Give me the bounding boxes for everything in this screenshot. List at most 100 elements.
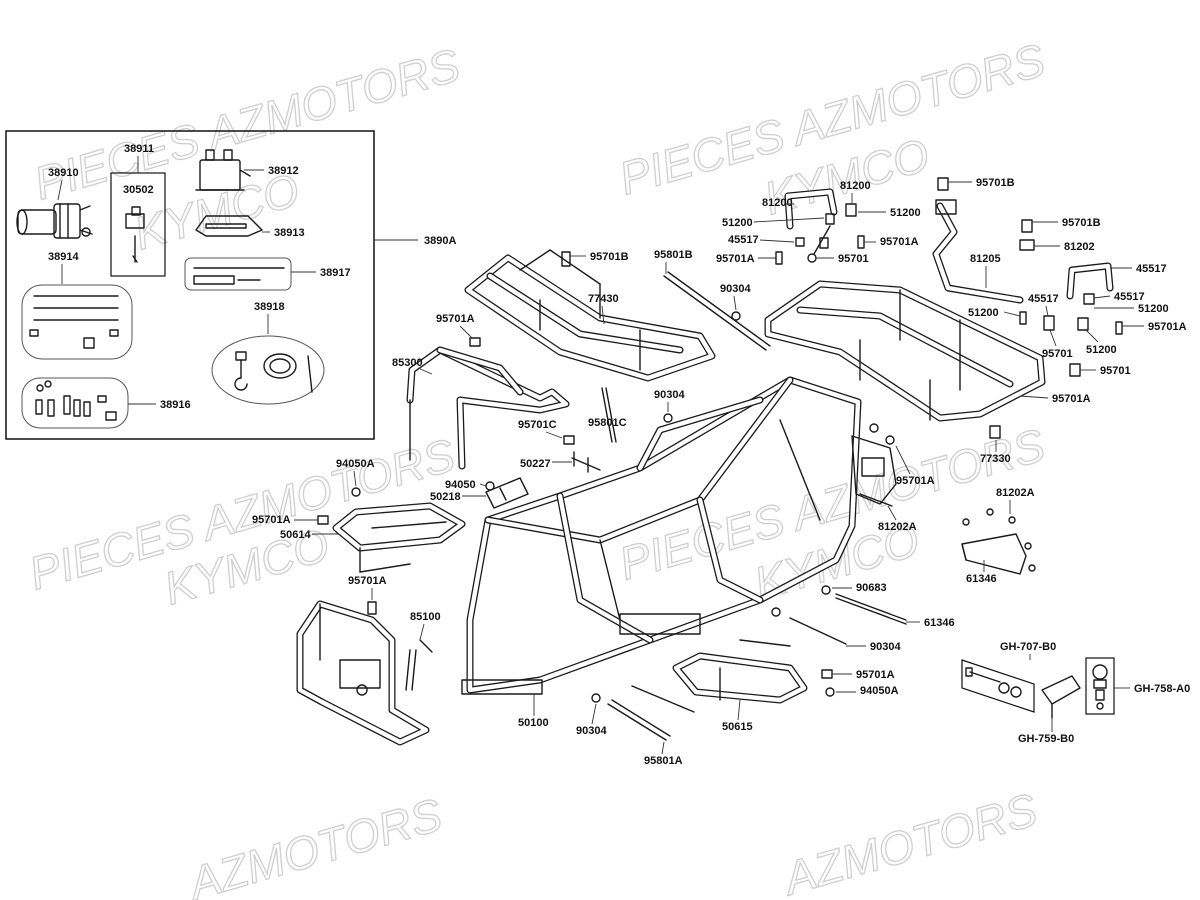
label-94050A-a[interactable]: 94050A [336, 458, 375, 470]
label-95801A[interactable]: 95801A [644, 755, 683, 767]
nut-drawing [885, 435, 895, 445]
label-38917[interactable]: 38917 [320, 267, 351, 279]
rail-81200-right-drawing [1066, 262, 1114, 300]
label-90301[interactable]: 95701A [896, 475, 935, 487]
bolt-drawing [1069, 363, 1081, 377]
label-38914[interactable]: 38914 [48, 251, 79, 263]
label-95701A-i[interactable]: 95701A [716, 253, 755, 265]
label-50218[interactable]: 50218 [430, 491, 461, 503]
label-45517-a2[interactable]: 45517 [1028, 293, 1059, 305]
nut-drawing [663, 413, 673, 423]
leader-line [1003, 311, 1021, 317]
label-94050[interactable]: 94050 [445, 479, 476, 491]
label-77330[interactable]: 95701A [1052, 393, 1091, 405]
label-95701B-c[interactable]: 95701B [1062, 217, 1101, 229]
kit-label-3890A[interactable]: 3890A [424, 235, 456, 247]
label-95701C[interactable]: 95701C [518, 419, 557, 431]
leader-line [479, 483, 487, 487]
bolt-drawing [989, 425, 1001, 439]
label-38916[interactable]: 38916 [160, 399, 191, 411]
switch-drawing [125, 206, 145, 263]
label-81200-a[interactable]: 81200 [762, 197, 793, 209]
label-45517-b[interactable]: 81200 [840, 180, 871, 192]
label-90304-b[interactable]: 90304 [654, 389, 685, 401]
label-38912[interactable]: 38912 [268, 165, 299, 177]
label-95701A-c[interactable]: 95701A [348, 575, 387, 587]
label-85100[interactable]: 85100 [410, 611, 441, 623]
leader-line [753, 217, 825, 223]
bolt-drawing [937, 177, 949, 191]
label-77430[interactable]: 77430 [588, 293, 619, 305]
footrest-50614-drawing [332, 502, 466, 573]
label-95701-a[interactable]: 51200 [968, 307, 999, 319]
label-95701B-b[interactable]: 95701B [976, 177, 1015, 189]
leader-line [759, 239, 795, 243]
watermark-text: KYMCO [128, 163, 304, 259]
label-95701-c[interactable]: 95701 [838, 253, 869, 265]
label-90304-d[interactable]: 90683 [856, 582, 887, 594]
label-95701A-e[interactable]: 77330 [980, 453, 1011, 465]
label-45517-c[interactable]: 45517 [728, 234, 759, 246]
label-90683[interactable]: 81202A [996, 487, 1035, 499]
label-90304-c[interactable]: 90304 [576, 725, 607, 737]
label-81202A-placed[interactable]: 81202A [878, 521, 917, 533]
label-90304-a[interactable]: 90304 [720, 283, 751, 295]
label-95701A-a[interactable]: 95701A [436, 313, 475, 325]
front-rack-drawing [464, 249, 716, 382]
bolt-drawing [367, 601, 377, 615]
label-GH-707-B0[interactable]: GH-707-B0 [1000, 641, 1056, 653]
label-85300[interactable]: 85300 [392, 357, 423, 369]
leader-line [417, 367, 433, 375]
label-45517-a[interactable]: 45517 [1114, 291, 1145, 303]
watermark-text: AZMOTORS [181, 788, 448, 900]
label-GH-759-B0[interactable]: GH-759-B0 [1018, 733, 1074, 745]
label-51200-a[interactable]: 95701 [1042, 348, 1073, 360]
control-group-outline [184, 257, 292, 291]
hitch-ball-box [1085, 657, 1115, 715]
leader-line [1085, 329, 1099, 343]
label-51200-c[interactable]: 51200 [890, 207, 921, 219]
leader-line [419, 623, 425, 641]
rear-bracket-81202A-drawing [851, 435, 897, 507]
label-38910[interactable]: 38910 [48, 167, 79, 179]
label-81200-b[interactable]: 45517 [1136, 263, 1167, 275]
label-GH-758-A0[interactable]: GH-758-A0 [1134, 683, 1190, 695]
leader-line [601, 305, 605, 325]
long-bolt-drawing [667, 271, 771, 347]
label-50100[interactable]: 50100 [518, 717, 549, 729]
long-bolt-drawing [631, 685, 695, 713]
label-95701-b-text[interactable]: 51200 [1086, 344, 1117, 356]
label-95701A-g[interactable]: 95701A [1148, 321, 1187, 333]
label-95701A-d[interactable]: 95701A [856, 669, 895, 681]
label-38918[interactable]: 38918 [254, 301, 285, 313]
label-38911[interactable]: 38911 [124, 143, 154, 155]
front-bumper-drawing [296, 600, 430, 746]
label-94050A-b[interactable]: 94050A [860, 685, 899, 697]
label-81205[interactable]: 81205 [970, 253, 1001, 265]
label-51200-d[interactable]: 51200 [722, 217, 753, 229]
leader-line [1049, 329, 1057, 347]
nut-drawing [821, 585, 831, 595]
bolt-drawing [317, 515, 329, 525]
label-50614[interactable]: 50614 [280, 529, 311, 541]
label-95701A-h[interactable]: 95701A [880, 236, 919, 248]
label-95801[interactable]: 61346 [924, 617, 955, 629]
label-38913[interactable]: 38913 [274, 227, 305, 239]
label-50227[interactable]: 50227 [520, 458, 551, 470]
mount-plate-drawing [195, 215, 263, 237]
label-95701A-f[interactable]: 95701 [1100, 365, 1131, 377]
label-95801C-b[interactable]: 90304 [870, 641, 901, 653]
rail-81205-drawing [932, 199, 1024, 304]
label-95801C-a[interactable]: 95801C [588, 417, 627, 429]
leader-line [57, 179, 63, 201]
label-95701A-b[interactable]: 95701A [252, 514, 291, 526]
label-51200-b[interactable]: 51200 [1138, 303, 1169, 315]
label-50615[interactable]: 50615 [722, 721, 753, 733]
label-95701B-front[interactable]: 95701B [590, 251, 629, 263]
label-95801B[interactable]: 95801B [654, 249, 693, 261]
label-30502[interactable]: 30502 [123, 184, 154, 196]
cables-group-outline [21, 284, 133, 360]
label-61346-placed[interactable]: 61346 [966, 573, 997, 585]
label-81202[interactable]: 81202 [1064, 241, 1095, 253]
